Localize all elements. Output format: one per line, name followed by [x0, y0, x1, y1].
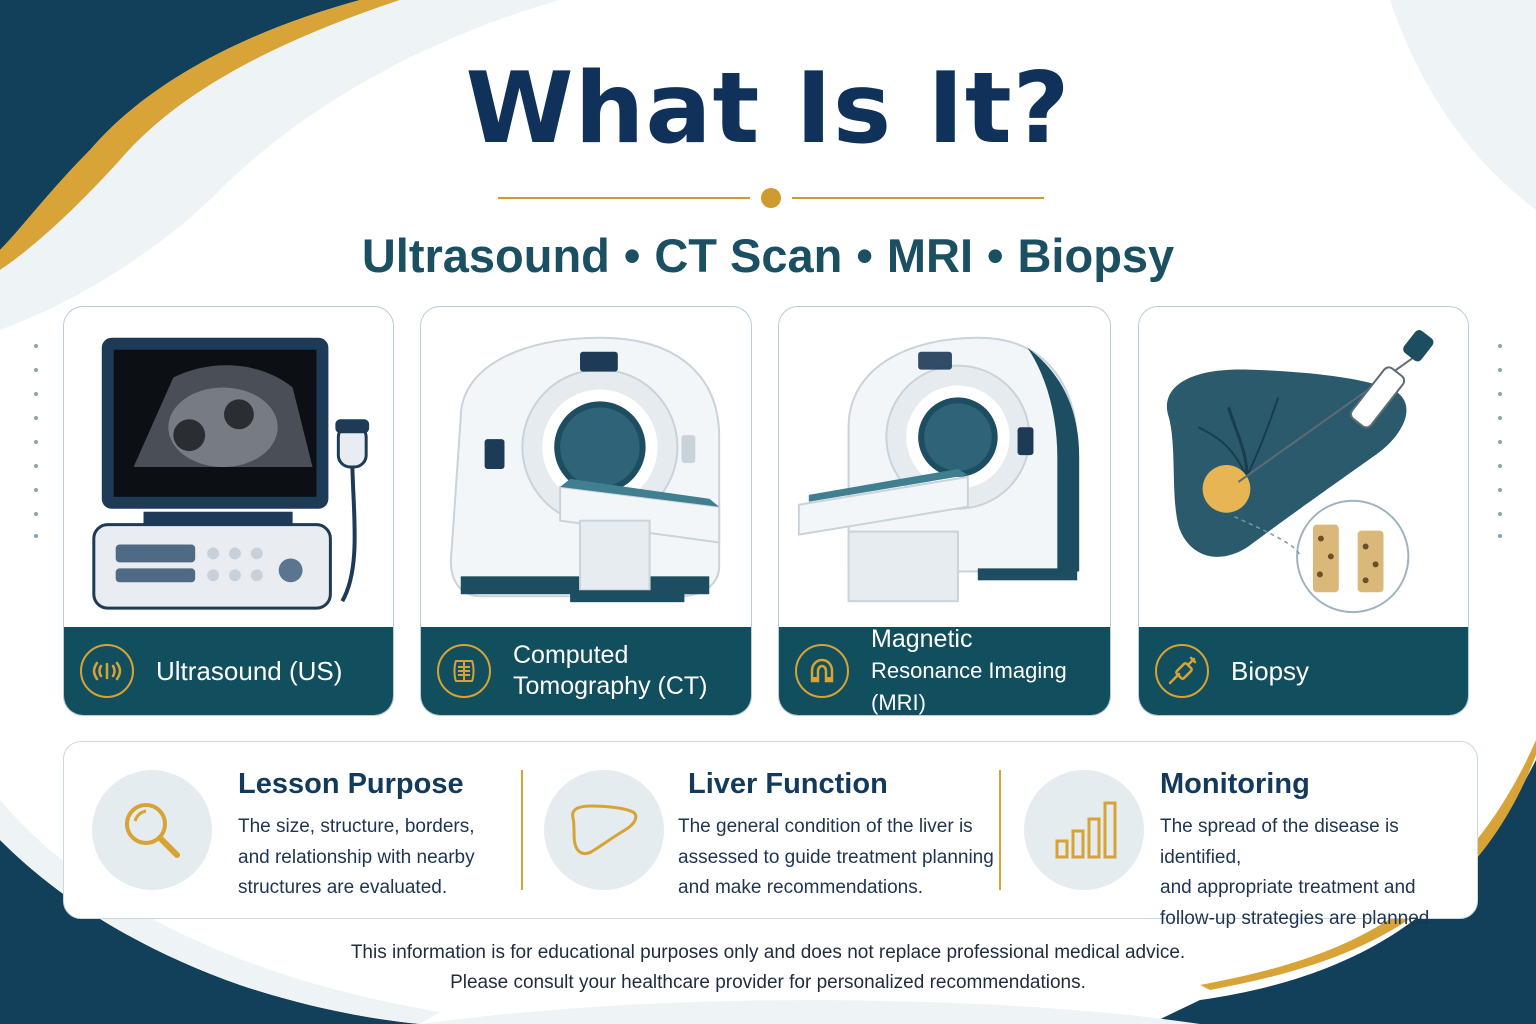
card-mri: Magnetic Resonance Imaging (MRI) — [778, 306, 1111, 716]
subtitle-item-biopsy: Biopsy — [1017, 229, 1175, 282]
info-panel: Lesson Purpose The size, structure, bord… — [63, 741, 1478, 929]
info-liver-function: Liver Function The general condition of … — [524, 742, 999, 920]
info-monitoring: Monitoring The spread of the disease is … — [1002, 742, 1477, 929]
info-title: Liver Function — [688, 768, 888, 800]
ct-scan-icon — [437, 644, 491, 698]
card-label: Biopsy — [1231, 655, 1310, 686]
card-label: Magnetic Resonance Imaging (MRI) — [871, 624, 1110, 715]
card-label-line: Magnetic — [871, 625, 973, 654]
page-title: What Is It? — [465, 52, 1071, 166]
subtitle-separator: • — [623, 229, 641, 282]
card-label-line: Resonance Imaging (MRI) — [871, 658, 1067, 715]
info-text-line: The general condition of the liver is — [678, 816, 973, 837]
magnet-icon — [795, 644, 849, 698]
ultrasound-wave-icon — [80, 644, 134, 698]
disclaimer: This information is for educational purp… — [0, 938, 1536, 998]
subtitle-item-mri: MRI — [886, 229, 974, 282]
decorative-dots-left — [34, 344, 38, 538]
card-label-bar: Magnetic Resonance Imaging (MRI) — [779, 624, 1110, 715]
decorative-dots-right — [1498, 344, 1502, 538]
info-text-line: follow-up strategies are planned. — [1160, 907, 1435, 929]
card-label-bar: Ultrasound (US) — [64, 627, 393, 715]
info-text: The size, structure, borders, and relati… — [238, 812, 475, 904]
info-text-line: structures are evaluated. — [238, 877, 448, 898]
mri-machine-illustration — [797, 336, 1080, 603]
info-title: Monitoring — [1160, 768, 1310, 800]
card-label-bar: Computed Tomography (CT) — [421, 627, 751, 715]
ultrasound-machine-illustration — [92, 337, 370, 610]
subtitle-separator: • — [987, 229, 1004, 282]
card-ct: Computed Tomography (CT) — [420, 306, 752, 716]
subtitle-item-ct: CT Scan — [654, 229, 843, 282]
card-biopsy: Biopsy — [1138, 306, 1469, 716]
info-text: The general condition of the liver is as… — [678, 812, 994, 904]
info-divider — [521, 770, 523, 890]
info-lesson-purpose: Lesson Purpose The size, structure, bord… — [64, 742, 519, 920]
info-text-line: assessed to guide treatment planning — [678, 846, 994, 868]
card-label-line: Tomography (CT) — [513, 672, 708, 700]
magnifier-icon — [92, 770, 212, 890]
disclaimer-line: Please consult your healthcare provider … — [450, 972, 1086, 993]
info-text-line: and appropriate treatment and — [1160, 877, 1416, 898]
biopsy-needle-icon — [1155, 644, 1209, 698]
bar-chart-icon — [1024, 770, 1144, 890]
card-label: Ultrasound (US) — [156, 655, 343, 686]
info-text-line: and make recommendations. — [678, 877, 924, 898]
liver-biopsy-illustration — [1166, 330, 1434, 614]
subtitle: Ultrasound•CT Scan•MRI•Biopsy — [0, 228, 1536, 283]
subtitle-item-ultrasound: Ultrasound — [361, 229, 610, 282]
info-title: Lesson Purpose — [238, 768, 464, 800]
info-text-line: The spread of the disease is identified, — [1160, 816, 1399, 868]
liver-icon — [544, 770, 664, 890]
info-text: The spread of the disease is identified,… — [1160, 812, 1477, 934]
card-ultrasound: Ultrasound (US) — [63, 306, 394, 716]
title-divider — [498, 186, 1044, 210]
info-text-line: and relationship with nearby — [238, 846, 475, 868]
info-divider — [999, 770, 1001, 890]
info-text-line: The size, structure, borders, — [238, 816, 475, 837]
card-label-line: Computed — [513, 640, 629, 669]
ct-scanner-illustration — [449, 336, 721, 603]
disclaimer-line: This information is for educational purp… — [350, 942, 1186, 963]
subtitle-separator: • — [856, 229, 873, 282]
card-label-bar: Biopsy — [1139, 627, 1468, 715]
card-label: Computed Tomography (CT) — [513, 640, 708, 703]
